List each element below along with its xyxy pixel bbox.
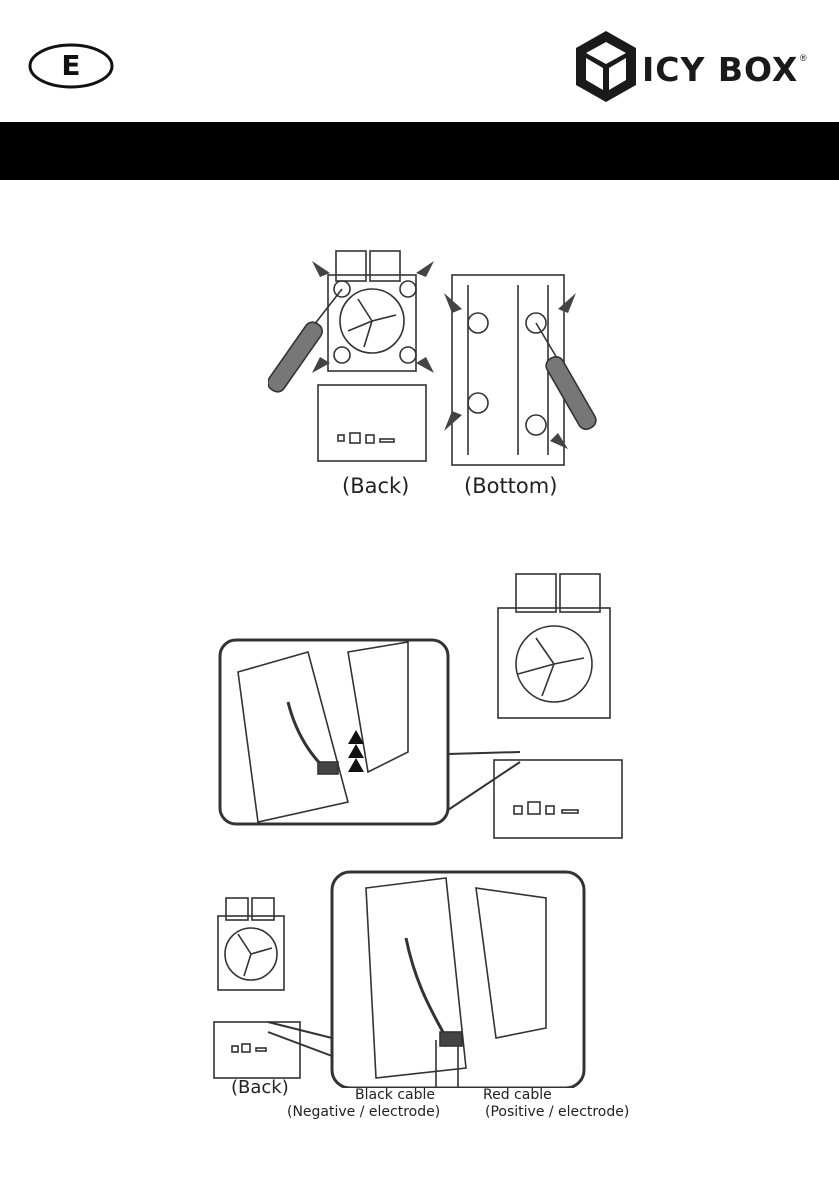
figure-cable-polarity <box>206 868 592 1088</box>
figure-cable-detail <box>218 572 638 842</box>
cube-icon <box>572 28 640 106</box>
brand-registered-mark: ® <box>800 53 807 63</box>
label-back-small: (Back) <box>231 1077 289 1098</box>
icy-box-logo: ICY BOX ® <box>572 28 812 106</box>
figure-fan-removal <box>268 245 618 475</box>
brand-name: ICY BOX <box>642 50 798 89</box>
section-title-bar <box>0 122 839 180</box>
label-black-cable-desc: (Negative / electrode) <box>287 1104 440 1120</box>
label-red-cable-desc: (Positive / electrode) <box>485 1104 629 1120</box>
screwdriver-icon <box>536 323 599 432</box>
dock-back-view-small <box>214 898 300 1078</box>
arrow-icon <box>312 261 576 449</box>
label-red-cable: Red cable <box>483 1087 552 1103</box>
label-bottom: (Bottom) <box>464 474 557 498</box>
language-badge: E <box>28 42 114 90</box>
language-code: E <box>28 42 114 90</box>
dock-back-view <box>494 574 622 838</box>
screwdriver-icon <box>268 289 342 395</box>
label-back: (Back) <box>342 474 409 498</box>
dock-back-view <box>318 251 426 461</box>
label-black-cable: Black cable <box>355 1087 435 1103</box>
zoom-inset <box>220 640 448 824</box>
